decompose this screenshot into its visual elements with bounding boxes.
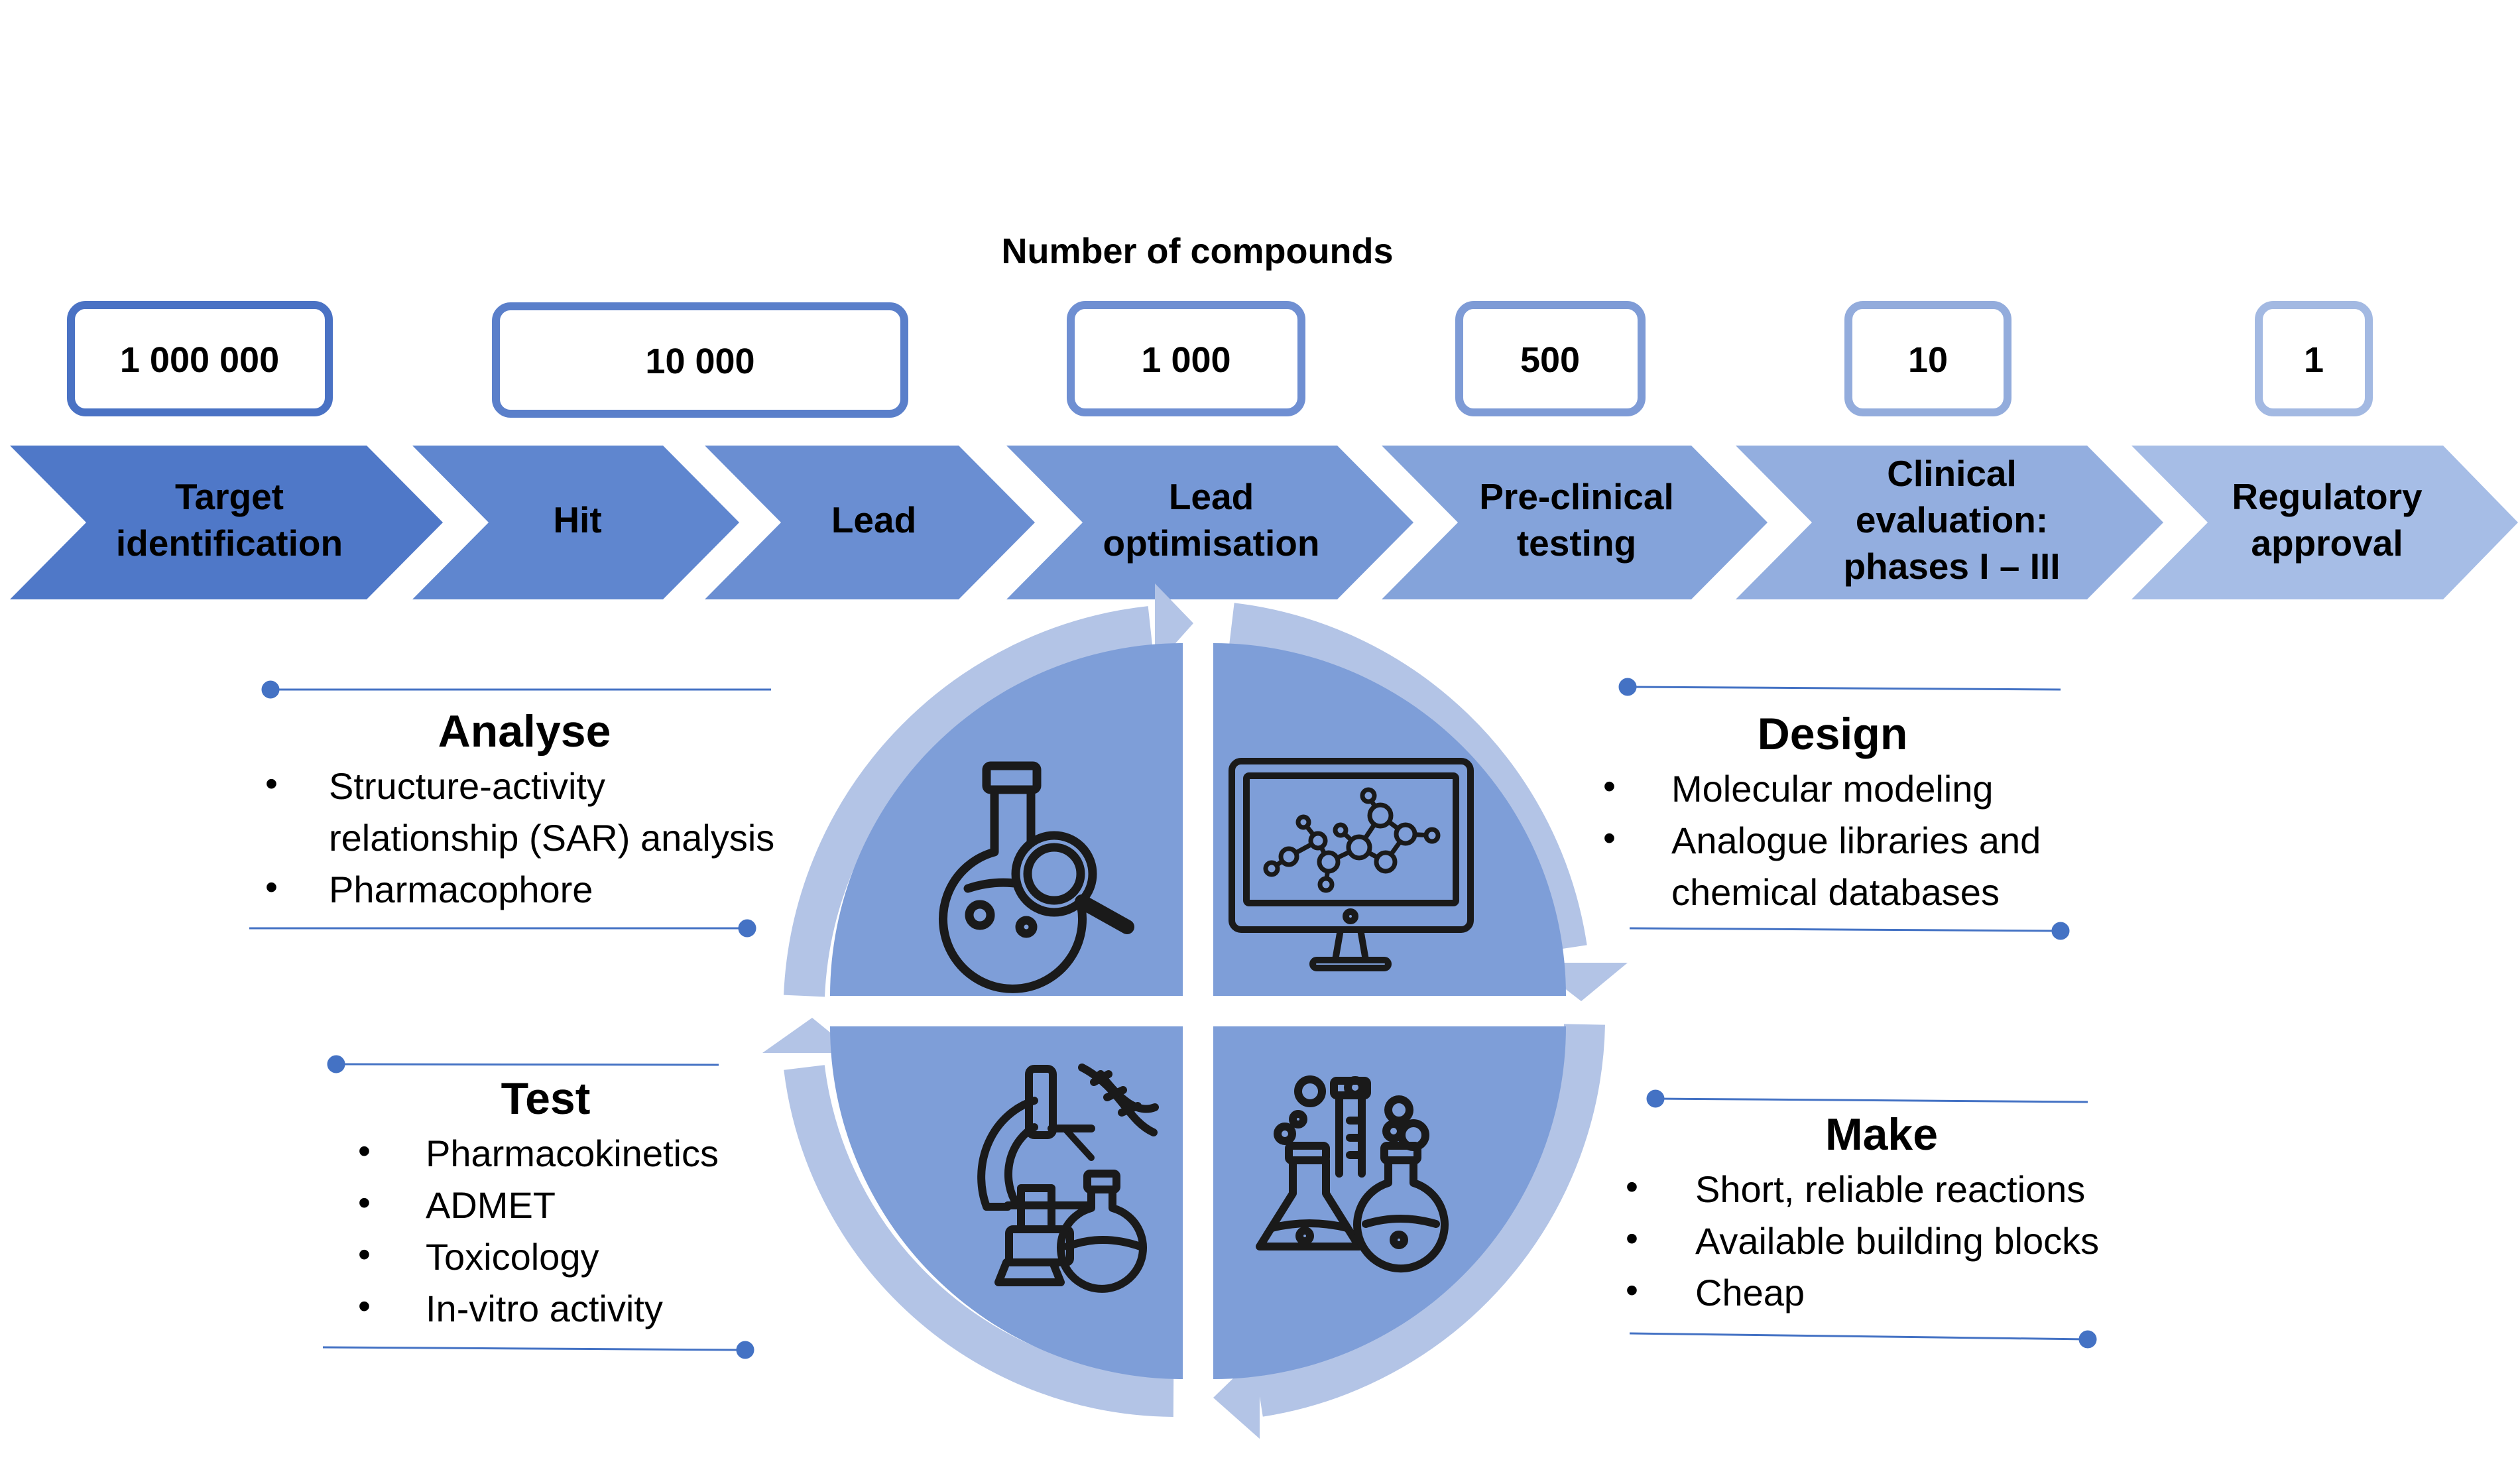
flask-magnifier-icon — [939, 761, 1134, 993]
stage-label-5b: testing — [1517, 522, 1636, 564]
stage-chevron-5 — [1382, 446, 1768, 599]
test-bullet-4: • — [358, 1286, 371, 1326]
design-item-2: Analogue libraries and — [1671, 820, 2041, 861]
panel-connectors — [249, 678, 2097, 1359]
make-top-dot — [1646, 1089, 1665, 1108]
design-bullet-1: • — [1603, 766, 1616, 806]
stage-label-4b: optimisation — [1103, 522, 1320, 564]
analyse-item-1-cont: relationship (SAR) analysis — [329, 817, 774, 859]
stage-label-5a: Pre-clinical — [1479, 476, 1673, 517]
design-panel: Design • Molecular modeling • Analogue l… — [1603, 709, 2041, 913]
make-bullet-2: • — [1626, 1219, 1638, 1258]
test-item-3: Toxicology — [426, 1236, 599, 1278]
analyse-item-1: Structure-activity — [329, 765, 605, 807]
analyse-top-dot — [261, 680, 280, 699]
test-title: Test — [501, 1073, 591, 1124]
analyse-panel: Analyse • Structure-activity relationshi… — [265, 706, 774, 910]
analyse-bullet-1: • — [265, 764, 278, 804]
analyse-title: Analyse — [438, 706, 611, 757]
count-value-2: 10 000 — [645, 341, 754, 381]
test-item-1: Pharmacokinetics — [426, 1132, 719, 1174]
stage-chevron-6 — [1736, 446, 2163, 599]
quadrant-analyse — [830, 643, 1183, 996]
test-bullet-3: • — [358, 1235, 371, 1274]
count-box-1 — [67, 301, 333, 416]
count-value-3: 1 000 — [1141, 340, 1230, 380]
stage-label-6b: evaluation: — [1856, 499, 2048, 540]
make-panel: Make • Short, reliable reactions • Avail… — [1626, 1109, 2099, 1313]
count-boxes: 1 000 000 10 000 1 000 500 10 1 — [67, 301, 2373, 418]
design-item-2-cont: chemical databases — [1671, 871, 2000, 913]
test-panel: Test • Pharmacokinetics • ADMET • Toxico… — [358, 1073, 719, 1329]
design-bullet-2: • — [1603, 818, 1616, 858]
chemistry-flasks-icon — [1256, 1075, 1449, 1273]
count-value-1: 1 000 000 — [120, 340, 279, 380]
analyse-bullet-2: • — [265, 867, 278, 907]
test-item-2: ADMET — [426, 1184, 556, 1226]
stage-label-2: Hit — [553, 499, 601, 540]
count-box-3 — [1067, 301, 1305, 416]
design-top-dot — [1618, 678, 1637, 696]
make-bullet-3: • — [1626, 1270, 1638, 1310]
test-bullet-1: • — [358, 1131, 371, 1171]
test-top-dot — [327, 1055, 345, 1073]
ring-arc-top-right — [1229, 603, 1587, 951]
count-value-4: 500 — [1520, 340, 1580, 380]
count-box-2 — [492, 302, 908, 418]
computer-molecule-icon — [1229, 758, 1474, 971]
stage-label-7a: Regulatory — [2232, 476, 2423, 517]
compounds-title: Number of compounds — [1002, 231, 1394, 271]
make-item-3: Cheap — [1695, 1272, 1805, 1313]
stage-label-3: Lead — [831, 499, 916, 540]
design-item-1: Molecular modeling — [1671, 768, 1994, 810]
stage-chevrons: Target identification Hit Lead Lead opti… — [10, 446, 2518, 599]
count-box-5 — [1844, 301, 2011, 416]
stage-chevron-4 — [1006, 446, 1413, 599]
microscope-dna-icon — [977, 1064, 1159, 1293]
count-box-4 — [1455, 301, 1646, 416]
make-bullet-1: • — [1626, 1167, 1638, 1207]
make-item-2: Available building blocks — [1695, 1220, 2099, 1262]
analyse-bottom-dot — [738, 919, 756, 938]
stage-chevron-2 — [412, 446, 739, 599]
stage-chevron-1 — [10, 446, 443, 599]
test-bottom-dot — [736, 1341, 754, 1359]
dmta-cycle — [762, 583, 1628, 1439]
stage-chevron-3 — [705, 446, 1035, 599]
stage-label-4a: Lead — [1169, 476, 1254, 517]
make-item-1: Short, reliable reactions — [1695, 1168, 2085, 1210]
stage-label-1a: Target — [175, 476, 284, 517]
test-item-4: In-vitro activity — [426, 1288, 663, 1329]
make-bottom-dot — [2078, 1330, 2097, 1349]
stage-chevron-7 — [2131, 446, 2518, 599]
count-box-6 — [2255, 301, 2373, 416]
stage-label-6a: Clinical — [1887, 453, 2017, 494]
ring-arc-bottom-left — [784, 1065, 1174, 1417]
make-title: Make — [1825, 1109, 1938, 1160]
design-bottom-dot — [2051, 922, 2070, 940]
design-title: Design — [1758, 709, 1908, 759]
ring-arc-top-left — [784, 606, 1153, 997]
count-value-5: 10 — [1908, 340, 1948, 380]
stage-label-1b: identification — [116, 522, 343, 564]
count-value-6: 1 — [2304, 340, 2324, 380]
analyse-item-2: Pharmacophore — [329, 869, 593, 910]
ring-arc-bottom-right — [1256, 1024, 1605, 1417]
quadrant-make — [1213, 1026, 1566, 1379]
stage-label-6c: phases I – III — [1843, 546, 2060, 587]
test-bullet-2: • — [358, 1183, 371, 1223]
stage-label-7b: approval — [2251, 522, 2403, 564]
